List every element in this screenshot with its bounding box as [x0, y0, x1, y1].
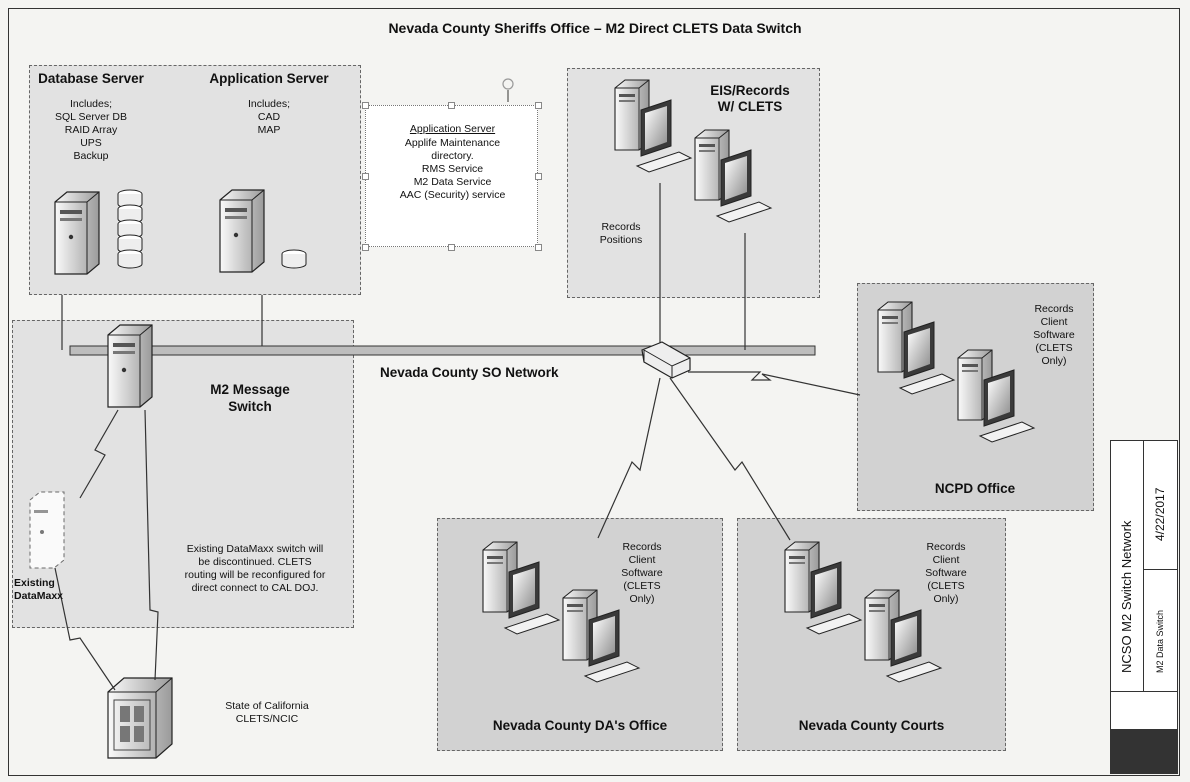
title-block-divider: [1111, 691, 1177, 692]
app-note-line: directory.: [431, 150, 474, 162]
app-server-line: MAP: [257, 124, 281, 136]
workstation-icon: [694, 129, 772, 223]
diagram-frame: [8, 8, 1180, 776]
network-bar: [69, 345, 816, 356]
workstation-icon: [877, 301, 955, 395]
sheet-name: M2 Data Switch: [1155, 609, 1165, 673]
selection-handle[interactable]: [362, 102, 369, 109]
workstation-icon: [614, 79, 692, 173]
ncpd-client-text: Only): [1041, 355, 1067, 367]
courts-client-text: Only): [933, 593, 959, 605]
da-client-text: Only): [629, 593, 655, 605]
m2-switch-server-icon: [107, 324, 153, 408]
courts-client-text: Records: [926, 541, 966, 553]
da-client-text: Software: [621, 567, 663, 579]
database-icon: [117, 189, 143, 269]
app-note-line: AAC (Security) service: [399, 189, 506, 201]
diagram-title: Nevada County Sheriffs Office – M2 Direc…: [388, 20, 802, 36]
application-server-heading: Application Server: [209, 71, 329, 86]
project-title: NCSO M2 Switch Network: [1119, 520, 1134, 673]
lightning-link-icon: [688, 371, 861, 396]
lightning-link-icon: [54, 567, 116, 691]
selection-handle[interactable]: [362, 173, 369, 180]
app-server-note-box: Application Server Applife Maintenance d…: [365, 105, 538, 247]
network-label: Nevada County SO Network: [380, 365, 559, 380]
selection-handle[interactable]: [448, 244, 455, 251]
rotate-handle: [502, 78, 514, 90]
db-server-line: SQL Server DB: [55, 111, 127, 123]
title-block-divider: [1143, 441, 1144, 691]
eis-records-heading: EIS/Records: [710, 83, 790, 98]
selection-handle[interactable]: [448, 102, 455, 109]
selection-handle[interactable]: [535, 244, 542, 251]
mainframe-icon: [107, 677, 173, 759]
m2-switch-zone: [12, 320, 354, 628]
existing-datamaxx-label: DataMaxx: [14, 590, 64, 602]
title-block: NCSO M2 Switch Network 4/22/2017 M2 Data…: [1110, 440, 1178, 774]
courts-client-text: Client: [932, 554, 960, 566]
lightning-link-icon: [79, 409, 119, 499]
workstation-icon: [482, 541, 560, 635]
application-server-icon: [219, 189, 265, 273]
state-label: State of California: [225, 700, 309, 712]
datamaxx-note: direct connect to CAL DOJ.: [191, 582, 319, 594]
selection-handle[interactable]: [362, 244, 369, 251]
db-server-line: RAID Array: [64, 124, 118, 136]
lightning-link-icon: [144, 409, 159, 681]
app-note-line: Applife Maintenance: [404, 137, 501, 149]
app-note-line: RMS Service: [421, 163, 484, 175]
lightning-link-icon: [669, 377, 791, 541]
app-note-heading: Application Server: [409, 123, 496, 135]
app-note-line: M2 Data Service: [413, 176, 492, 188]
datamaxx-note: Existing DataMaxx switch will: [186, 543, 324, 555]
da-client-text: (CLETS: [623, 580, 661, 592]
ncpd-client-text: Records: [1034, 303, 1074, 315]
lightning-link-icon: [597, 377, 661, 539]
selection-handle[interactable]: [535, 102, 542, 109]
app-server-line: CAD: [257, 111, 281, 123]
title-block-footer: [1111, 729, 1177, 773]
title-block-divider: [1143, 569, 1178, 570]
ncpd-client-text: Software: [1033, 329, 1075, 341]
db-server-line: Backup: [73, 150, 109, 162]
workstation-icon: [784, 541, 862, 635]
eis-records-heading: W/ CLETS: [717, 99, 783, 114]
app-server-line: Includes;: [247, 98, 291, 110]
ncpd-client-text: (CLETS: [1035, 342, 1073, 354]
da-office-label: Nevada County DA's Office: [492, 718, 668, 733]
selection-handle[interactable]: [535, 173, 542, 180]
records-positions-label: Positions: [599, 234, 643, 246]
courts-label: Nevada County Courts: [798, 718, 945, 733]
datamaxx-server-icon: [29, 491, 65, 569]
da-client-text: Client: [628, 554, 656, 566]
existing-datamaxx-label: Existing: [14, 577, 55, 589]
state-label: CLETS/NCIC: [235, 713, 299, 725]
records-positions-label: Records: [601, 221, 641, 233]
courts-client-text: Software: [925, 567, 967, 579]
project-date: 4/22/2017: [1153, 487, 1167, 541]
db-server-line: UPS: [80, 137, 102, 149]
router-icon: [641, 341, 691, 379]
da-client-text: Records: [622, 541, 662, 553]
datamaxx-note: be discontinued. CLETS: [198, 556, 312, 568]
ncpd-client-text: Client: [1040, 316, 1068, 328]
db-server-line: Includes;: [69, 98, 113, 110]
eis-records-zone: [567, 68, 820, 298]
database-server-heading: Database Server: [38, 71, 144, 86]
datamaxx-note: routing will be reconfigured for: [184, 569, 326, 581]
workstation-icon: [957, 349, 1035, 443]
m2-switch-label: M2 Message: [210, 382, 290, 397]
ncpd-office-label: NCPD Office: [934, 481, 1016, 496]
database-server-icon: [54, 191, 100, 275]
database-icon: [281, 249, 307, 269]
courts-client-text: (CLETS: [927, 580, 965, 592]
m2-switch-label: Switch: [228, 399, 272, 414]
